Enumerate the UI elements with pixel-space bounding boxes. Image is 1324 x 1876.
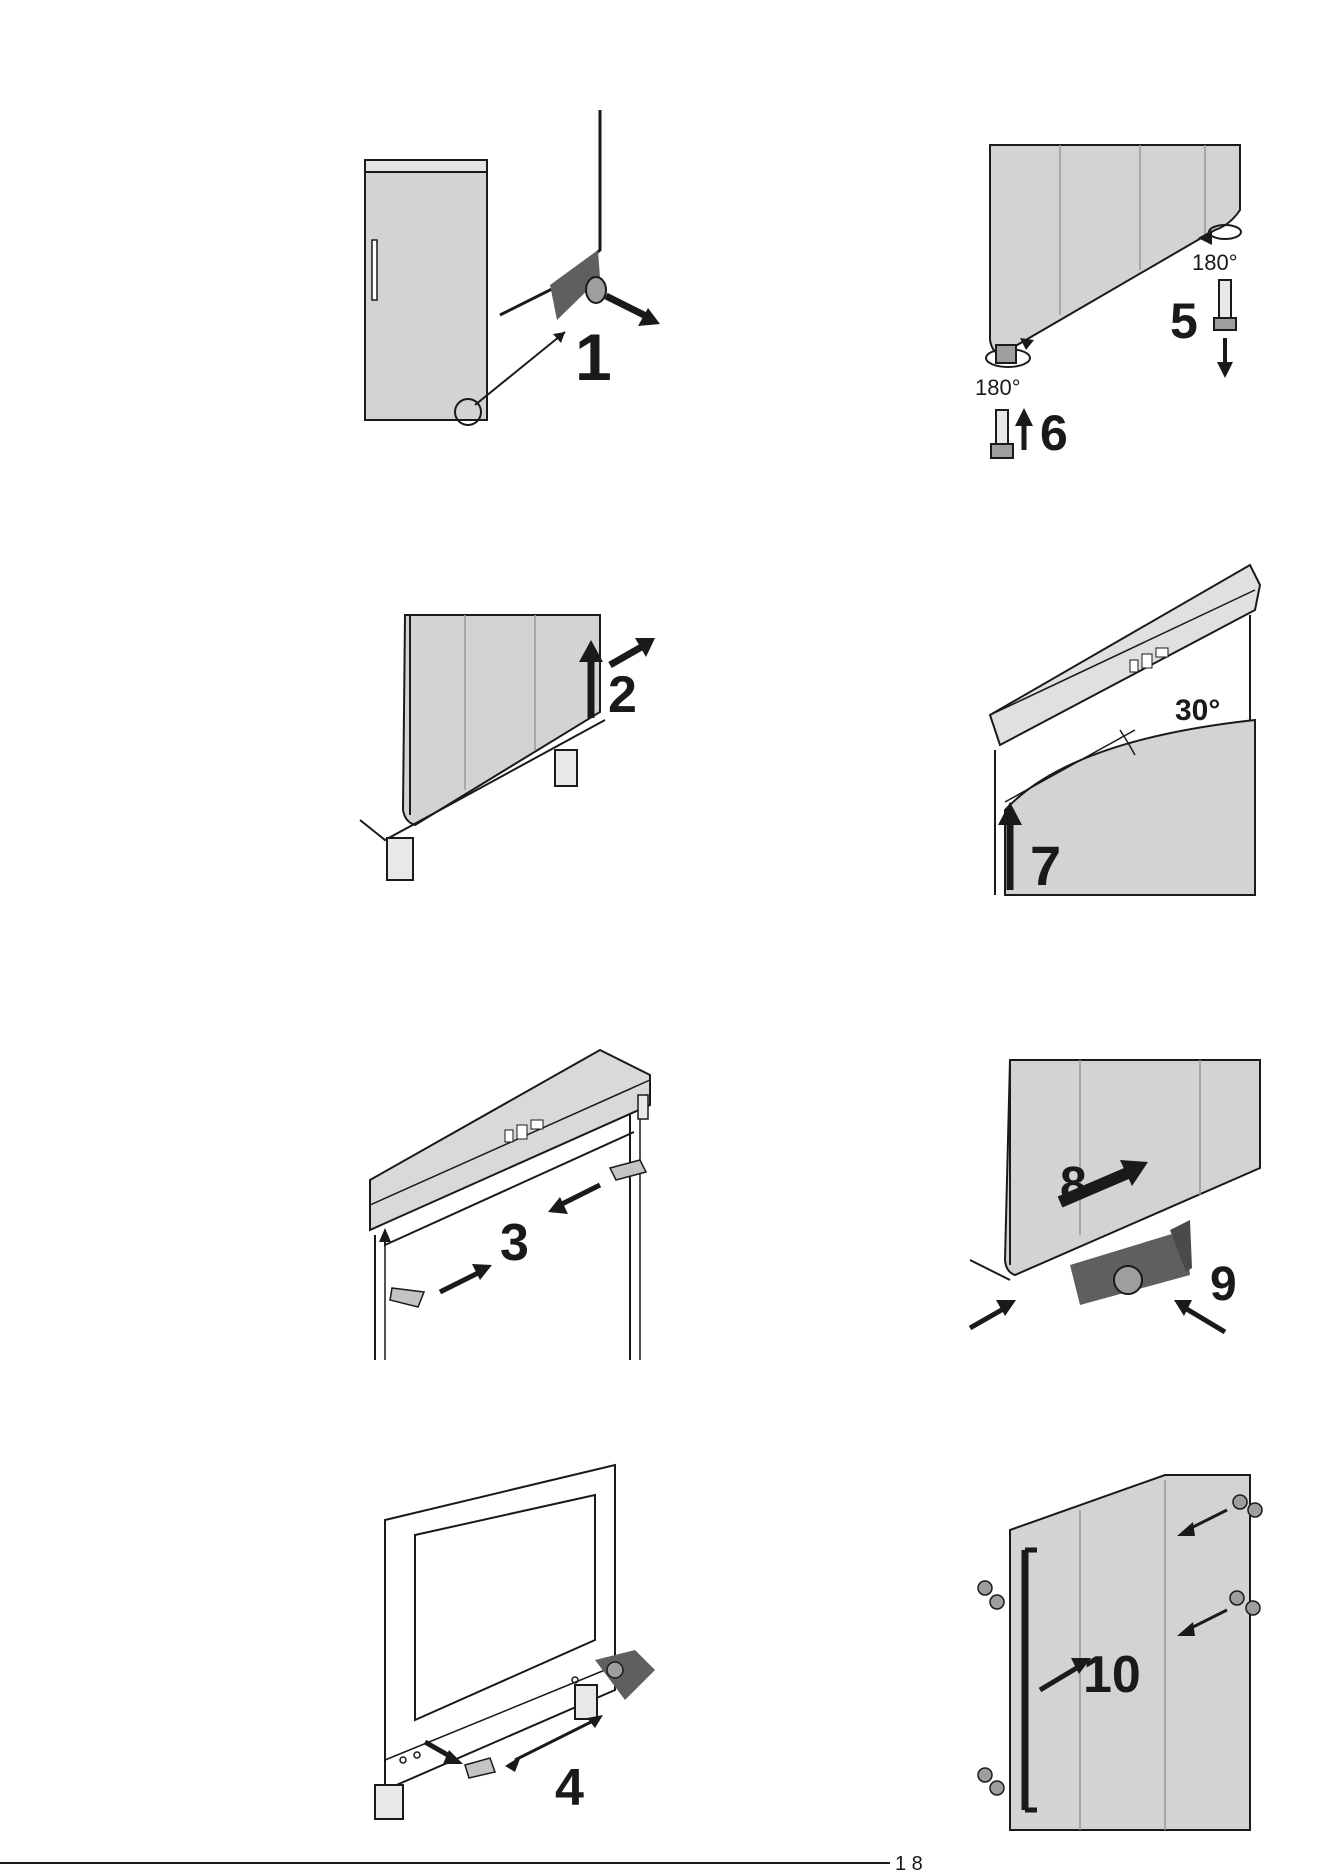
illustration-step-7: 30° 7	[970, 550, 1270, 895]
panel-step-10: 10	[965, 1470, 1285, 1830]
screws-left	[978, 1581, 1004, 1795]
panel-step-4: 4	[355, 1460, 665, 1820]
hinge-screw	[586, 277, 606, 303]
step-number-10: 10	[1083, 1646, 1141, 1704]
foot-right	[575, 1685, 597, 1719]
panel-step-7: 30° 7	[970, 550, 1270, 895]
detail-pointer-line	[475, 332, 565, 405]
step-number-1: 1	[575, 320, 612, 394]
door-handle	[372, 240, 377, 300]
appliance-top	[365, 160, 487, 172]
cover-cap	[465, 1758, 495, 1778]
step-number-6: 6	[1040, 405, 1068, 461]
step-number-5: 5	[1170, 293, 1198, 349]
panel-step-1: 1	[350, 100, 680, 440]
appliance-door	[403, 615, 600, 825]
foot-right	[555, 750, 577, 786]
hinge-screw	[1114, 1266, 1142, 1294]
hinge-pin	[638, 1095, 648, 1119]
adjustable-foot-removed	[1219, 280, 1231, 320]
foot-left	[375, 1785, 403, 1819]
panel-step-5-6: 180° 5 180° 6	[960, 140, 1270, 480]
arrow-to-left	[440, 1272, 480, 1292]
step-number-4: 4	[555, 1759, 584, 1817]
hinge-cap-left	[390, 1288, 424, 1307]
arrow-press-right	[1185, 1308, 1225, 1332]
adjustable-foot-inserted	[996, 410, 1008, 446]
illustration-step-3: 3	[350, 1020, 670, 1360]
illustration-step-8-9: 8 9	[960, 1050, 1280, 1350]
foot-left	[387, 838, 413, 880]
step-number-2: 2	[608, 666, 637, 724]
step-number-9: 9	[1210, 1258, 1237, 1311]
panel-step-3: 3	[350, 1020, 670, 1360]
footer-rule	[0, 1862, 890, 1864]
illustration-step-5-6: 180° 5 180° 6	[960, 140, 1270, 480]
arrow-from-right	[560, 1185, 600, 1205]
illustration-step-4: 4	[355, 1460, 665, 1820]
panel-step-2: 2	[355, 600, 685, 900]
arrow-press-left	[970, 1308, 1005, 1328]
arrow-remove-screw	[606, 296, 650, 318]
step-number-7: 7	[1030, 834, 1061, 897]
step-number-8: 8	[1060, 1158, 1087, 1211]
appliance-body	[365, 160, 487, 420]
rotation-label-step-5: 180°	[1192, 250, 1238, 275]
rotation-label-step-6: 180°	[975, 375, 1021, 400]
angle-label-step-7: 30°	[1175, 694, 1220, 727]
illustration-step-2: 2	[355, 600, 685, 900]
step-number-3: 3	[500, 1214, 529, 1272]
page-number: 1 8	[895, 1853, 923, 1876]
illustration-step-10: 10	[965, 1470, 1285, 1830]
arrow-pull-out	[610, 645, 645, 665]
illustration-step-1: 1	[350, 100, 680, 440]
panel-step-8-9: 8 9	[960, 1050, 1280, 1350]
